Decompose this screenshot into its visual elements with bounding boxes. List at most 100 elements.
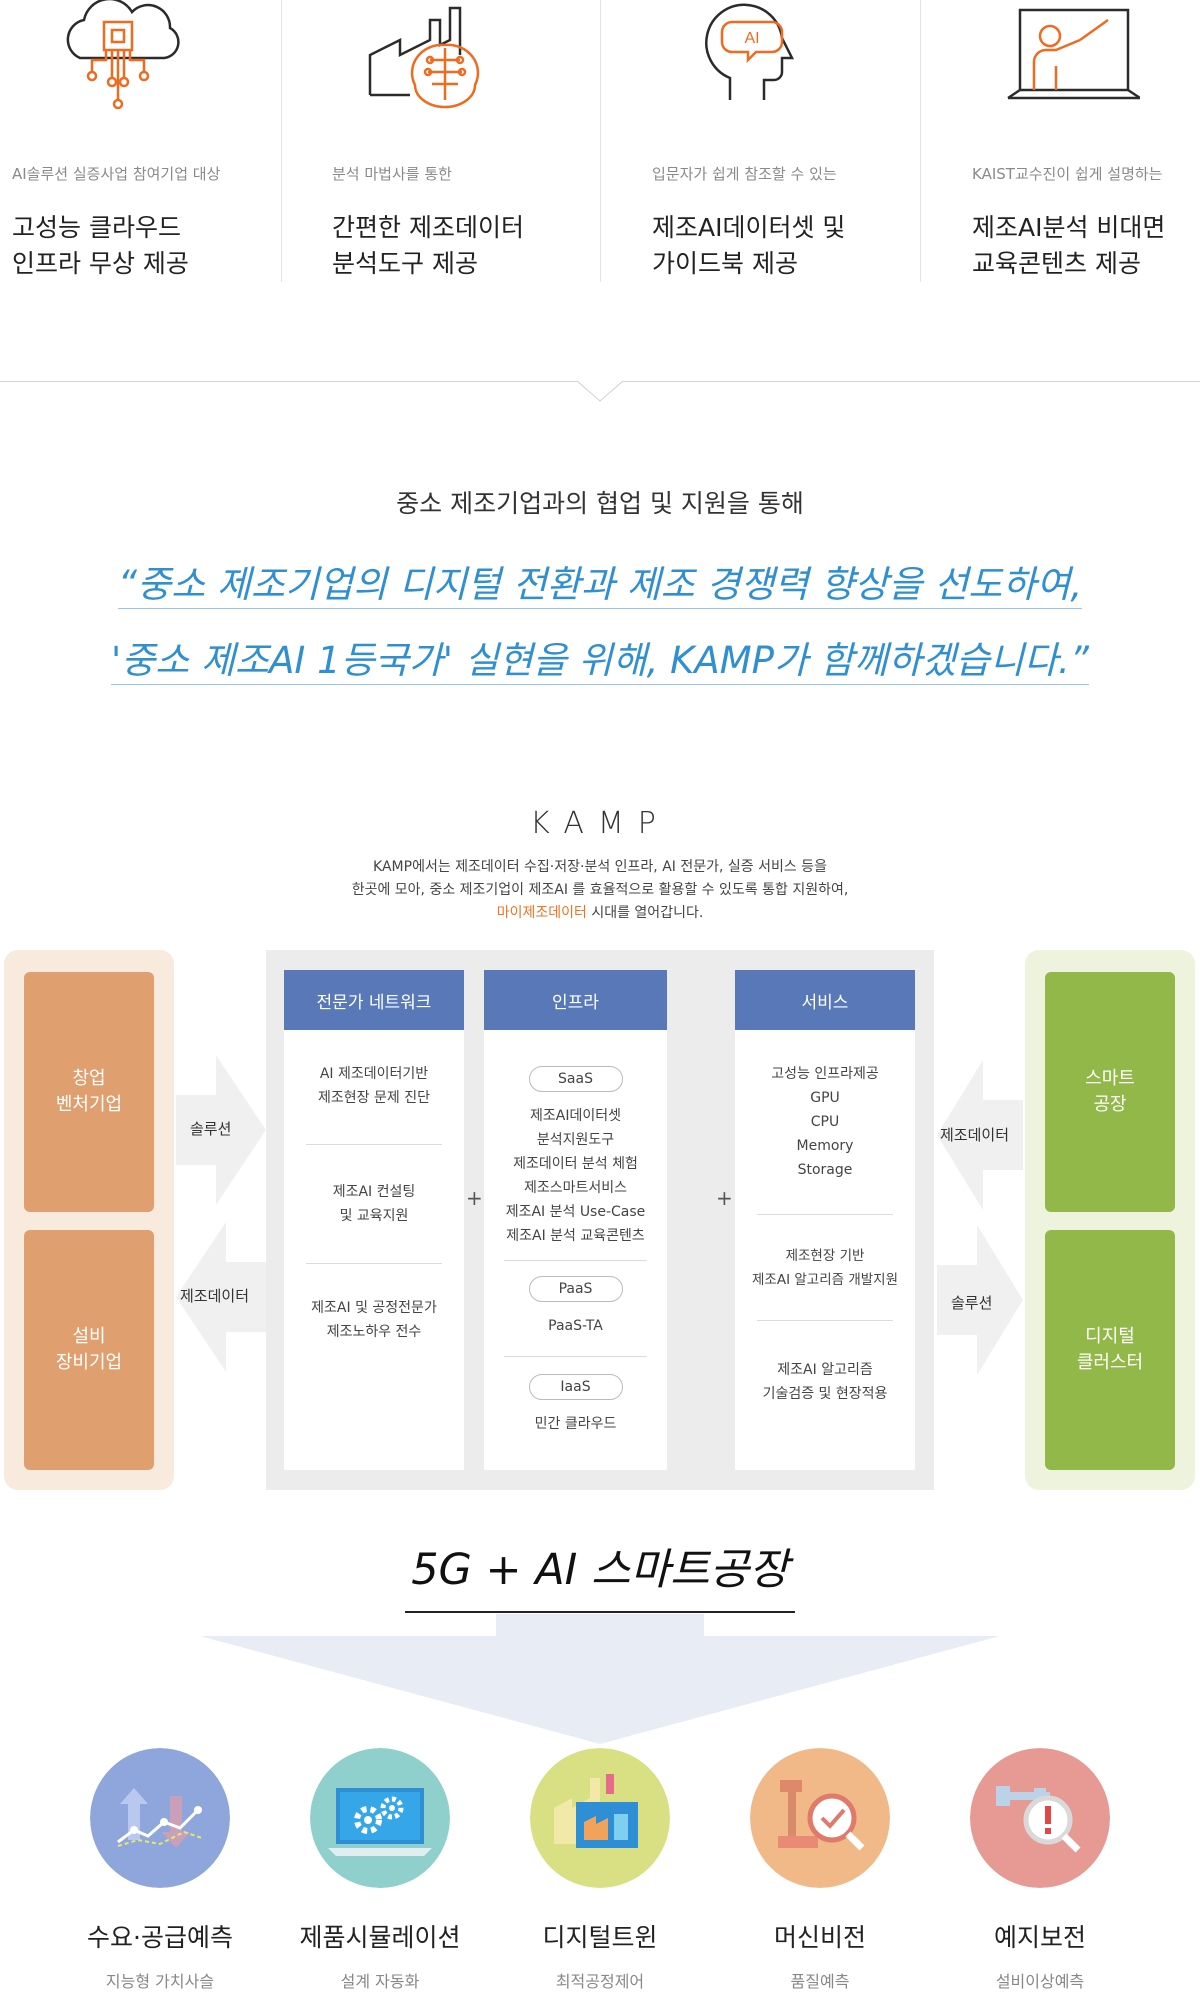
teacher-board-icon [1007,8,1140,100]
machine-vision-icon [750,1748,890,1888]
predictive-maintenance-icon [970,1748,1110,1888]
expert-network-column: 전문가 네트워크 AI 제조데이터기반 제조현장 문제 진단 제조AI 컨설팅 … [284,970,464,1470]
side-item-label: 디지털 [1085,1326,1135,1347]
column-text: 제조AI 컨설팅 [332,1184,416,1200]
column-text: GPU [810,1090,840,1106]
divider [281,0,282,282]
kamp-desc-line: 한곳에 모아, 중소 제조기업이 제조AI 를 효율적으로 활용할 수 있도록 … [351,882,849,898]
divider [306,1263,442,1264]
feature-title-line: 제조AI분석 비대면 [972,213,1166,242]
title-underline [405,1611,795,1613]
side-item-label: 클러스터 [1076,1352,1144,1373]
side-item-label: 장비기업 [55,1352,123,1373]
column-text: 제조데이터 분석 체험 [513,1156,638,1172]
digital-twin-factory-icon [530,1748,670,1888]
app-subtitle: 지능형 가치사슬 [105,1972,215,1991]
feature-title: 고성능 클라우드 인프라 무상 제공 [12,210,189,282]
divider [600,0,601,282]
feature-analysis-tool: 분석 마법사를 통한 간편한 제조데이터 분석도구 제공 [320,0,600,282]
fiveg-title: 5G + AI 스마트공장 [411,1545,789,1595]
feature-section: AI솔루션 실증사업 참여기업 대상 고성능 클라우드 인프라 무상 제공 분석… [0,0,1200,382]
arrow-right-icon [176,1055,266,1205]
column-text: 제조AI 분석 교육콘텐츠 [506,1228,645,1244]
divider [504,1356,647,1357]
app-subtitle: 설계 자동화 [340,1972,420,1991]
feature-title: 제조AI분석 비대면 교육콘텐츠 제공 [972,210,1165,282]
column-text: 제조AI데이터셋 [530,1108,621,1124]
app-title: 예지보전 [993,1923,1086,1952]
column-text: 제조AI 및 공정전문가 [311,1300,437,1316]
column-item: AI 제조데이터기반 제조현장 문제 진단 [284,1062,464,1110]
column-text: 및 교육지원 [339,1208,409,1224]
service-column: 서비스 고성능 인프라제공 GPU CPU Memory Storage 제조현… [735,970,915,1470]
divider [920,0,921,282]
column-text: CPU [810,1114,840,1130]
feature-title: 제조AI데이터셋 및 가이드북 제공 [652,210,845,282]
column-text: Storage [797,1162,853,1178]
feature-dataset-guide: AI 입문자가 쉽게 참조할 수 있는 제조AI데이터셋 및 가이드북 제공 [640,0,920,282]
kamp-desc-rest: 시대를 열어갑니다. [586,905,704,921]
column-text: 제조스마트서비스 [523,1180,628,1196]
simulation-gear-icon [310,1748,450,1888]
column-text: PaaS-TA [548,1318,603,1334]
column-text: AI 제조데이터기반 [319,1066,429,1082]
mission-subtitle: 중소 제조기업과의 협업 및 지원을 통해 [396,489,804,518]
kamp-logo: KAMP [530,806,670,841]
column-text: 제조현장 문제 진단 [318,1090,430,1106]
side-item-label: 설비 [72,1326,106,1347]
infra-column: 인프라 SaaS 제조AI데이터셋 분석지원도구 제조데이터 분석 체험 제조스… [484,970,667,1470]
column-text: 민간 클라우드 [534,1416,617,1432]
plus-sign: + [466,1186,483,1210]
column-text: 기술검증 및 현장적용 [762,1386,888,1402]
arrow-label: 솔루션 [190,1120,232,1138]
paas-badge: PaaS [528,1276,623,1302]
feature-title-line: 인프라 무상 제공 [12,249,189,278]
arrow-left-icon [176,1222,266,1372]
down-arrow-icon [200,1614,1000,1744]
kamp-core-panel: 전문가 네트워크 AI 제조데이터기반 제조현장 문제 진단 제조AI 컨설팅 … [266,950,934,1490]
column-header: 인프라 [484,970,667,1030]
column-text: 제조노하우 전수 [326,1324,422,1340]
side-item-label: 공장 [1093,1094,1127,1115]
feature-education: KAIST교수진이 쉽게 설명하는 제조AI분석 비대면 교육콘텐츠 제공 [960,0,1200,282]
mission-quote-line: '중소 제조AI 1등국가' 실현을 위해, KAMP가 함께하겠습니다.” [111,639,1089,685]
feature-small-text: 입문자가 쉽게 참조할 수 있는 [652,165,837,183]
feature-title-line: 제조AI데이터셋 및 [652,213,846,242]
app-title: 수요·공급예측 [87,1923,233,1952]
app-title: 제품시뮬레이션 [299,1923,461,1952]
feature-title-line: 가이드북 제공 [652,249,798,278]
plus-sign: + [716,1186,733,1210]
column-item: 제조AI 컨설팅 및 교육지원 [284,1180,464,1228]
feature-cloud-infra: AI솔루션 실증사업 참여기업 대상 고성능 클라우드 인프라 무상 제공 [0,0,280,282]
kamp-description: KAMP에서는 제조데이터 수집·저장·분석 인프라, AI 전문가, 실증 서… [0,856,1200,925]
kamp-desc-line: 마이제조데이터 시대를 열어갑니다. [0,902,1200,925]
svg-text:AI: AI [744,30,759,47]
mission-quote: “중소 제조기업의 디지털 전환과 제조 경쟁력 향상을 선도하여, [0,554,1200,609]
column-item: 제조현장 기반 제조AI 알고리즘 개발지원 [735,1244,915,1292]
column-text: Memory [796,1138,854,1154]
app-subtitle: 품질예측 [790,1972,850,1991]
app-title: 디지털트윈 [542,1923,658,1952]
column-item: 제조AI데이터셋 분석지원도구 제조데이터 분석 체험 제조스마트서비스 제조A… [484,1104,667,1248]
feature-title-line: 분석도구 제공 [332,249,478,278]
column-item: 제조AI 및 공정전문가 제조노하우 전수 [284,1296,464,1344]
arrow-left-icon [937,1060,1023,1210]
side-item-label: 벤처기업 [55,1094,123,1115]
mission-quote: '중소 제조AI 1등국가' 실현을 위해, KAMP가 함께하겠습니다.” [0,630,1200,685]
divider [306,1144,442,1145]
app-subtitle: 설비이상예측 [995,1972,1085,1991]
ai-head-icon: AI [705,3,795,100]
column-text: 고성능 인프라제공 [771,1066,879,1082]
column-text: 제조AI 알고리즘 [777,1362,873,1378]
column-item: 고성능 인프라제공 GPU CPU Memory Storage [735,1062,915,1182]
column-text: 제조AI 분석 Use-Case [505,1204,646,1220]
divider [504,1260,647,1261]
feature-title-line: 고성능 클라우드 [12,213,181,242]
feature-small-text: AI솔루션 실증사업 참여기업 대상 [12,165,221,183]
mission-quote-line: “중소 제조기업의 디지털 전환과 제조 경쟁력 향상을 선도하여, [117,563,1083,609]
iaas-badge: IaaS [528,1374,623,1400]
